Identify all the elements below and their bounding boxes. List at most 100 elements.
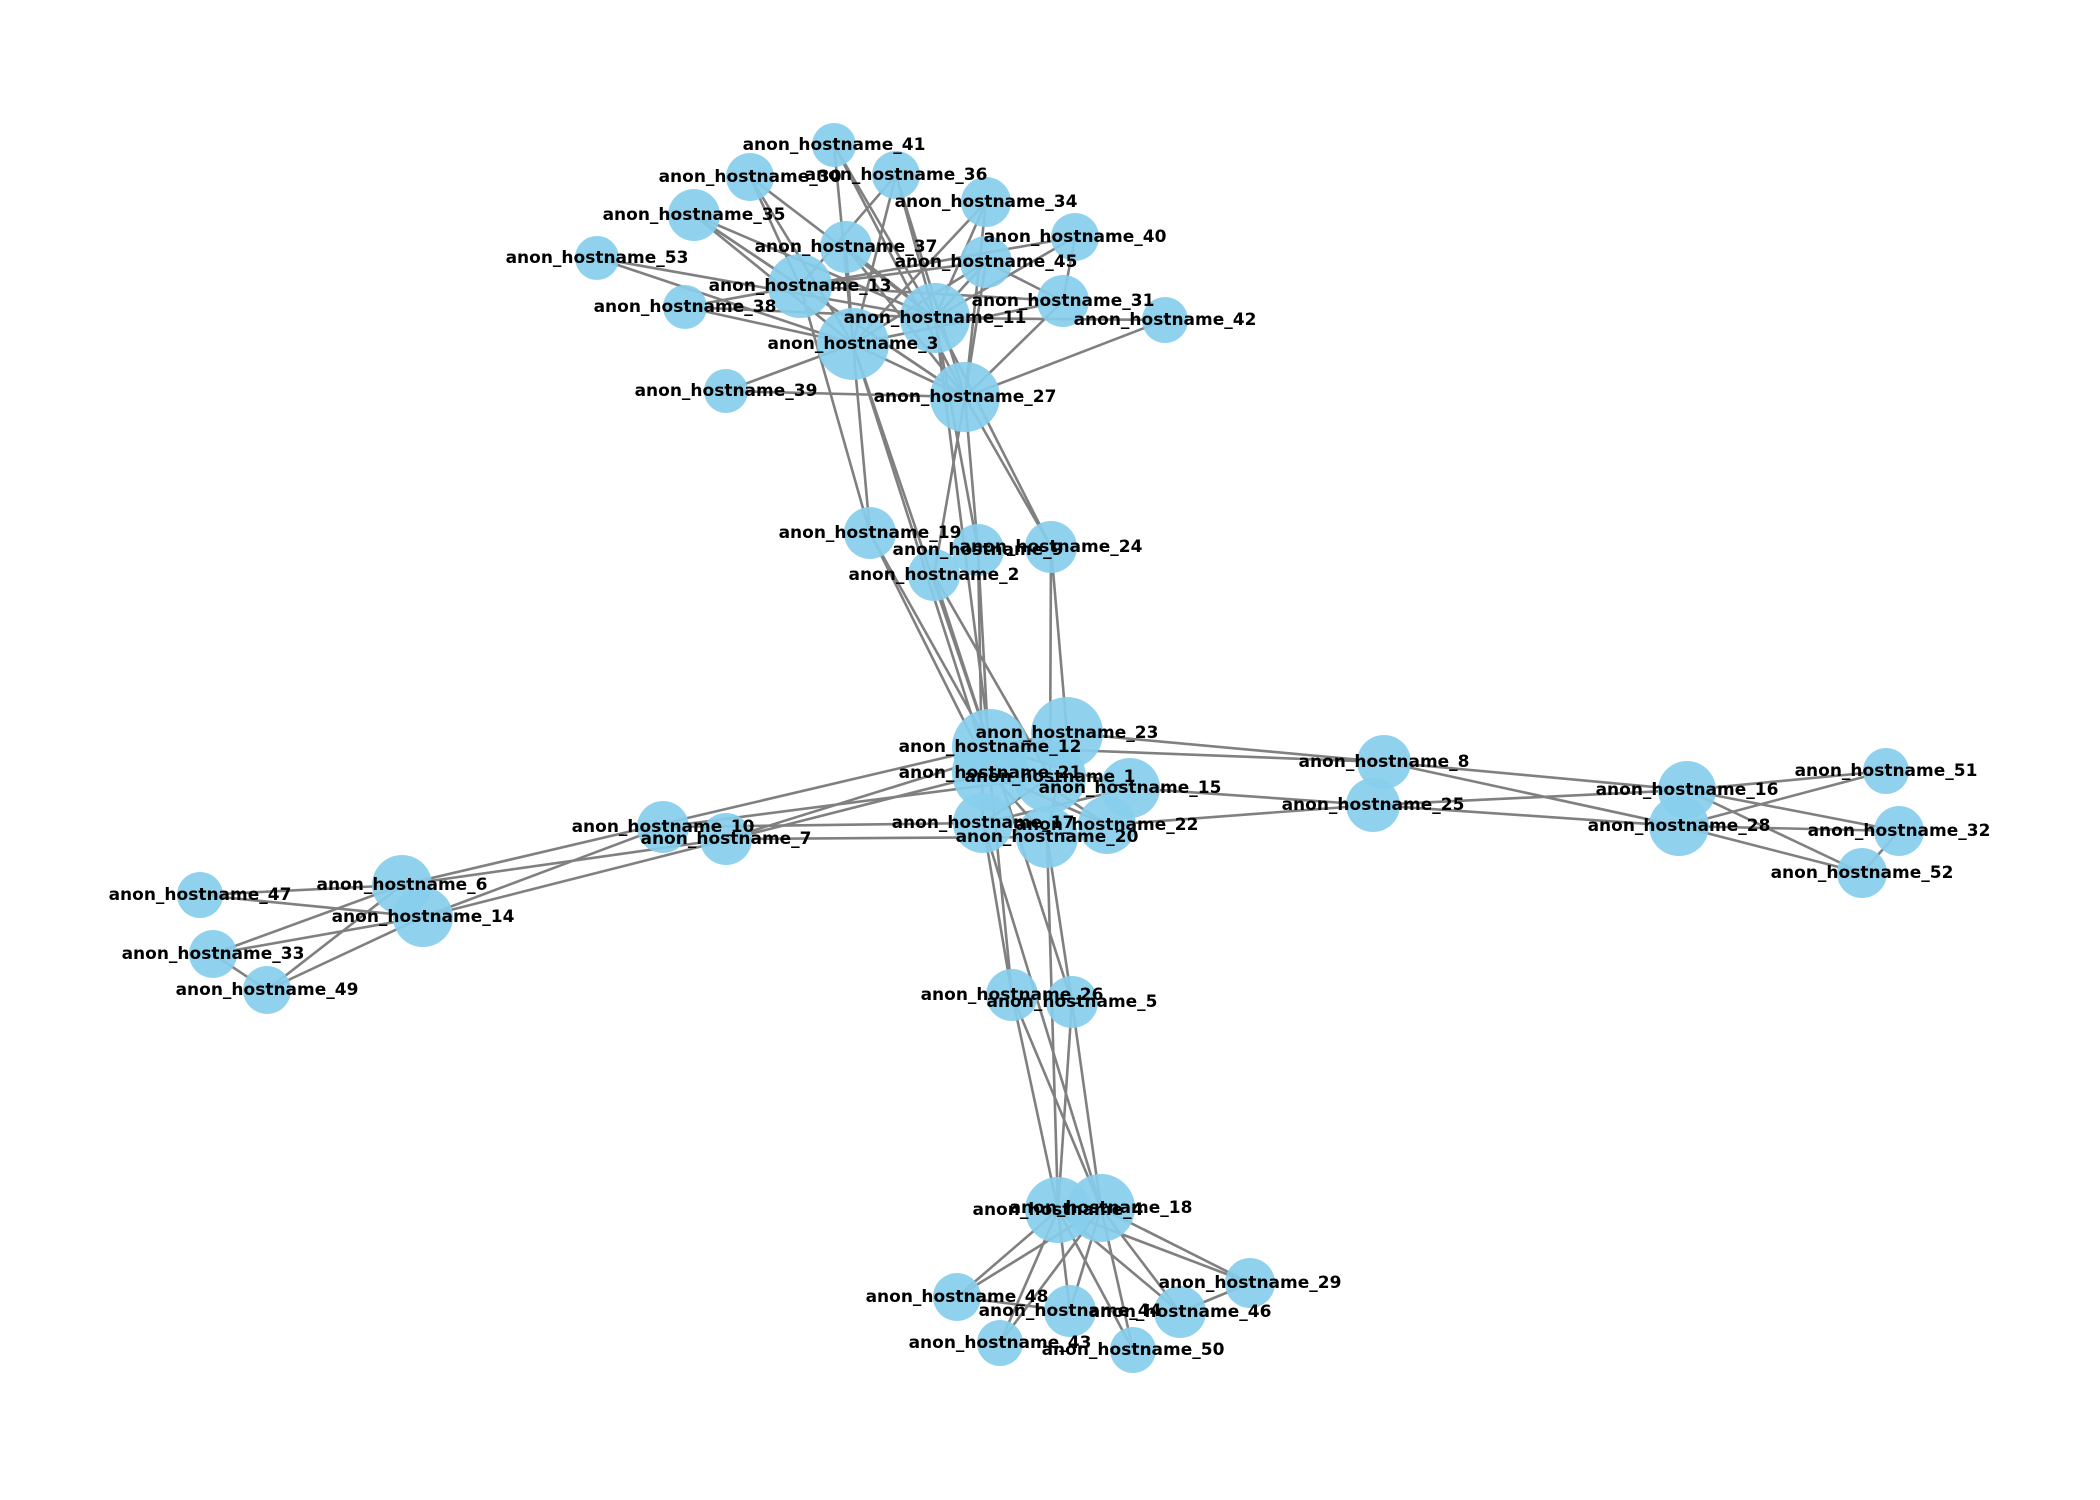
node-label: anon_hostname_16 <box>1596 780 1779 800</box>
graph-node <box>1046 976 1098 1028</box>
edge <box>212 915 424 956</box>
edge <box>1372 803 1680 828</box>
node-label: anon_hostname_13 <box>709 276 892 296</box>
node-label: anon_hostname_17 <box>892 813 1075 833</box>
edge <box>868 532 992 748</box>
node-label: anon_hostname_24 <box>960 537 1143 557</box>
edge <box>1070 1001 1103 1209</box>
node-label: anon_hostname_10 <box>572 817 755 837</box>
node-label: anon_hostname_30 <box>659 167 842 187</box>
edge <box>1066 731 1385 764</box>
nodes-layer <box>177 123 1924 1373</box>
node-label: anon_hostname_33 <box>122 944 305 964</box>
graph-node <box>986 969 1038 1021</box>
graph-node <box>900 283 970 353</box>
edge <box>798 285 872 534</box>
node-label: anon_hostname_27 <box>874 387 1057 407</box>
graph-node <box>1044 1285 1096 1337</box>
node-label: anon_hostname_14 <box>332 907 515 927</box>
graph-node <box>1051 213 1099 261</box>
edge <box>199 893 424 919</box>
graph-node <box>977 1320 1023 1366</box>
graph-node <box>663 285 707 329</box>
graph-node <box>1346 778 1400 832</box>
graph-node <box>872 151 920 199</box>
graph-node <box>952 524 1004 576</box>
edge <box>799 235 1076 288</box>
edge <box>1045 836 1060 1211</box>
edge <box>199 883 403 897</box>
graph-node <box>189 930 237 978</box>
node-label: anon_hostname_38 <box>594 297 777 317</box>
node-label: anon_hostname_46 <box>1089 1302 1272 1322</box>
node-label: anon_hostname_31 <box>972 291 1155 311</box>
edge <box>725 389 966 399</box>
edge <box>1383 760 1688 792</box>
node-label: anon_hostname_49 <box>176 980 359 1000</box>
graph-node <box>1649 796 1709 856</box>
graph-node <box>1142 297 1188 343</box>
graph-node <box>726 153 774 201</box>
edge <box>596 256 936 320</box>
node-label: anon_hostname_41 <box>743 135 926 155</box>
node-label: anon_hostname_2 <box>848 565 1019 585</box>
node-label: anon_hostname_39 <box>635 381 818 401</box>
graph-node <box>1225 1258 1275 1308</box>
node-label: anon_hostname_36 <box>805 165 988 185</box>
node-label: anon_hostname_4 <box>972 1200 1143 1220</box>
edge <box>933 317 1053 548</box>
graph-node <box>393 887 453 947</box>
node-label: anon_hostname_52 <box>1771 863 1954 883</box>
graph-node <box>1110 1327 1156 1373</box>
node-label: anon_hostname_37 <box>755 237 938 257</box>
node-label: anon_hostname_18 <box>1010 1198 1193 1218</box>
node-label: anon_hostname_50 <box>1042 1340 1225 1360</box>
node-label: anon_hostname_28 <box>1588 816 1771 836</box>
graph-node <box>844 507 896 559</box>
edge <box>1010 994 1103 1209</box>
node-label: anon_hostname_20 <box>956 827 1139 847</box>
edge <box>1686 788 1900 833</box>
node-label: anon_hostname_3 <box>767 334 938 354</box>
node-label: anon_hostname_43 <box>909 1333 1092 1353</box>
node-label: anon_hostname_35 <box>603 205 786 225</box>
edge <box>981 822 1103 1209</box>
node-label: anon_hostname_7 <box>640 829 811 849</box>
graph-node <box>700 813 752 865</box>
edge <box>1678 824 1900 833</box>
node-label: anon_hostname_42 <box>1074 310 1257 330</box>
node-label: anon_hostname_29 <box>1159 1273 1342 1293</box>
node-label: anon_hostname_40 <box>984 227 1167 247</box>
node-label: anon_hostname_47 <box>109 885 292 905</box>
graph-node <box>1037 275 1089 327</box>
node-label: anon_hostname_44 <box>979 1301 1162 1321</box>
graph-node <box>1025 521 1077 573</box>
node-label: anon_hostname_1 <box>964 767 1135 787</box>
edge <box>933 317 980 551</box>
edge <box>1010 994 1060 1211</box>
graph-node <box>930 362 1000 432</box>
graph-node <box>768 254 832 318</box>
node-label: anon_hostname_26 <box>921 985 1104 1005</box>
edge <box>401 745 991 887</box>
graph-node <box>177 872 223 918</box>
graph-node <box>933 1273 981 1321</box>
node-label: anon_hostname_9 <box>892 540 1063 560</box>
edge <box>212 883 403 956</box>
edge <box>693 213 966 399</box>
graph-node <box>1874 806 1924 856</box>
graph-node <box>1031 697 1103 769</box>
graph-node <box>1863 748 1909 794</box>
node-label: anon_hostname_8 <box>1298 752 1469 772</box>
edge <box>964 318 1166 399</box>
edge <box>1056 1001 1074 1211</box>
node-label: anon_hostname_32 <box>1808 821 1991 841</box>
graph-node <box>243 966 291 1014</box>
node-label: anon_hostname_53 <box>506 248 689 268</box>
node-label: anon_hostname_22 <box>1016 815 1199 835</box>
graph-node <box>575 236 619 280</box>
node-label: anon_hostname_11 <box>844 308 1027 328</box>
node-label: anon_hostname_48 <box>866 1287 1049 1307</box>
edge <box>1129 786 1374 807</box>
